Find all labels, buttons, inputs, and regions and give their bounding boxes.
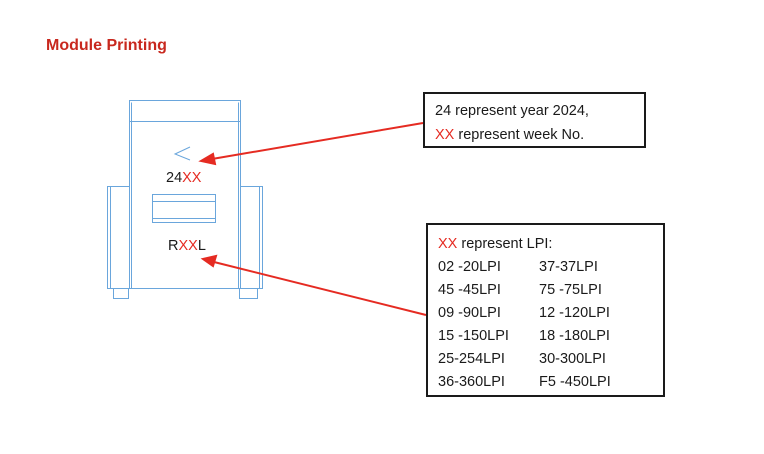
week-line: XX represent week No. — [435, 127, 585, 143]
year-line: 24 represent year 2024, — [435, 103, 589, 119]
date-arrow-line — [211, 122, 424, 160]
module-connector — [152, 194, 216, 223]
year-week-callout: 24 represent year 2024, XX represent wee… — [423, 92, 646, 148]
module-right-foot — [239, 288, 258, 299]
lpi-code-mark: RXXL — [168, 238, 206, 254]
module-left-foot — [113, 288, 129, 299]
date-code-mark: 24XX — [166, 170, 202, 186]
pin1-chevron-icon — [173, 146, 191, 161]
lpi-arrow-line — [213, 261, 427, 316]
lpi-arrow-head — [200, 254, 218, 268]
page-title: Module Printing — [46, 37, 167, 54]
lpi-header: XX represent LPI: — [438, 236, 553, 252]
date-arrow-head — [198, 152, 217, 166]
